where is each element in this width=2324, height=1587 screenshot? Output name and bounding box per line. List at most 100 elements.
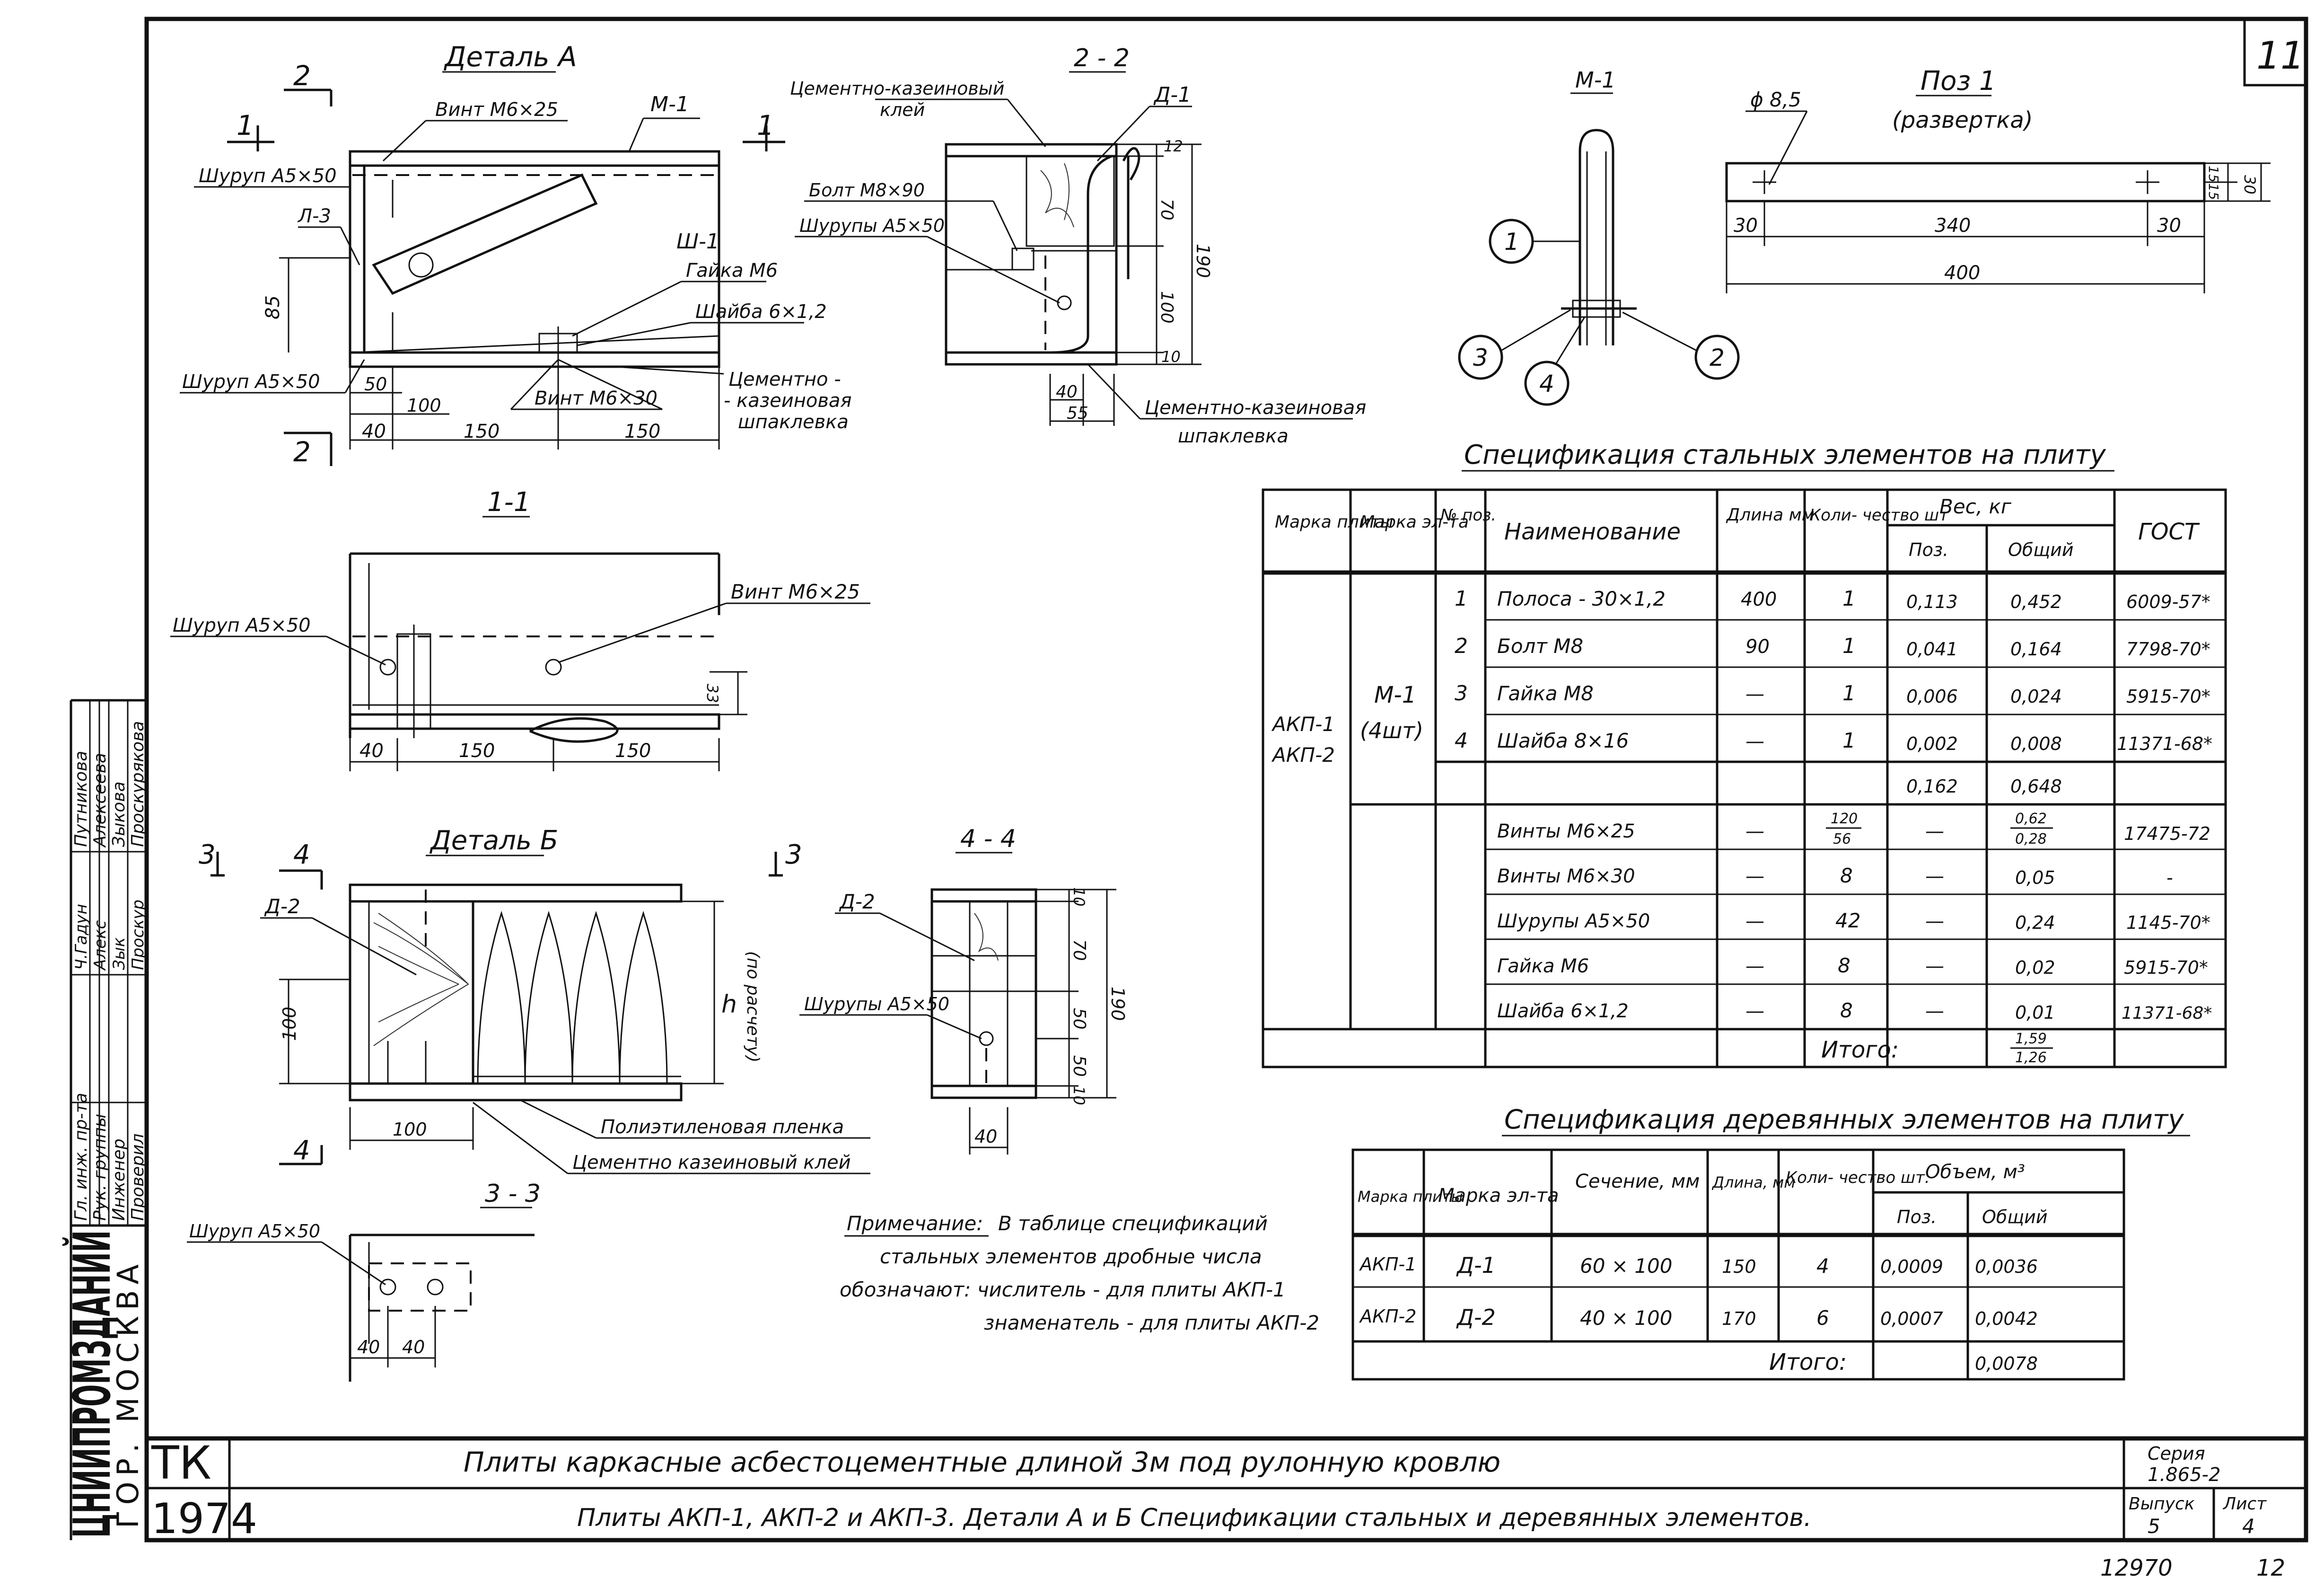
cell-len: — bbox=[1745, 955, 1764, 977]
callout-4: 4 bbox=[1524, 317, 1586, 406]
table-row: 4 Шайба 8×16 — 1 0,002 0,008 11371-68* bbox=[1455, 729, 2212, 754]
stamp-name: Путникова bbox=[71, 751, 91, 847]
th-section: Сечение, мм bbox=[1575, 1171, 1700, 1192]
detail-b: Деталь Б 3 4 3 4 Д-2 100 h (по bbox=[199, 825, 870, 1174]
section-mark: 4 bbox=[293, 839, 310, 870]
section-4-4: 4 - 4 Д-2 Шурупы А5×50 10 70 190 50 50 1… bbox=[799, 825, 1128, 1155]
label-putty: шпаклевка bbox=[1178, 425, 1289, 447]
cell-len: — bbox=[1745, 910, 1764, 932]
cell-gost: - bbox=[2166, 867, 2173, 888]
cell-qty: 8 bbox=[1840, 864, 1853, 887]
dim: 100 bbox=[393, 1119, 427, 1140]
label-m1: М-1 bbox=[650, 92, 689, 116]
label-putty: Цементно-казеиновая bbox=[1145, 397, 1366, 419]
cell-wp: 0,162 bbox=[1906, 776, 1958, 797]
label-glue: клей bbox=[880, 99, 925, 120]
table-row: 3 Гайка М8 — 1 0,006 0,024 5915-70* bbox=[1455, 681, 2210, 707]
callout-label: 2 bbox=[1710, 344, 1725, 371]
detail-a-title: Деталь А bbox=[443, 41, 577, 73]
note-label: Примечание: bbox=[847, 1212, 983, 1235]
sheet-number-bottom: 12 bbox=[2256, 1555, 2285, 1581]
callout-1: 1 bbox=[1489, 219, 1580, 264]
th-gost: ГОСТ bbox=[2138, 519, 2200, 545]
th-weight-total: Общий bbox=[2008, 539, 2074, 560]
cell-plate: АКП-1 bbox=[1359, 1254, 1416, 1275]
cell-qty-den: 56 bbox=[1833, 831, 1851, 847]
total-label: Итого: bbox=[1769, 1349, 1847, 1375]
cell-el: Д-2 bbox=[1456, 1305, 1496, 1330]
dim: 100 bbox=[279, 1006, 300, 1041]
dim: 40 bbox=[360, 740, 384, 762]
cell-section: 40 × 100 bbox=[1580, 1306, 1673, 1330]
dim: 70 bbox=[1070, 939, 1089, 961]
cell-len: — bbox=[1745, 820, 1764, 842]
stamp-role: Проверил bbox=[128, 1133, 148, 1221]
cell-wt-den: 0,28 bbox=[2015, 831, 2047, 847]
label-vint-m6x25: Винт М6×25 bbox=[435, 99, 558, 121]
archive-number: 12970 bbox=[2100, 1555, 2173, 1581]
dim: 40 bbox=[974, 1126, 997, 1147]
cell-gost: 6009-57* bbox=[2126, 591, 2210, 612]
issue-label: Выпуск bbox=[2129, 1494, 2195, 1514]
cell-vp: 0,0009 bbox=[1880, 1256, 1943, 1277]
label-shurupy: Шурупы А5×50 bbox=[799, 215, 945, 236]
stamp-name: Проскурякова bbox=[128, 721, 148, 847]
stamp-sign: Проскур bbox=[129, 899, 148, 970]
pos1-detail: Поз 1 (развертка) ϕ 8,5 30 340 30 400 15… bbox=[1725, 66, 2271, 293]
m1-title: М-1 bbox=[1575, 67, 1616, 93]
cell-wp: — bbox=[1925, 955, 1944, 977]
cell-vp: 0,0007 bbox=[1880, 1308, 1943, 1329]
label-h-note: (по расчету) bbox=[743, 951, 763, 1063]
section-mark: 3 bbox=[199, 839, 216, 870]
dim: 10 bbox=[1161, 348, 1181, 366]
dim: 33 bbox=[703, 684, 721, 703]
stamp-role: Рук. группы bbox=[90, 1114, 110, 1221]
table-row: Шурупы А5×50 — 42 — 0,24 1145-70* bbox=[1497, 909, 2210, 933]
label-cement: Цементно - bbox=[728, 369, 841, 390]
cell-el: Д-1 bbox=[1456, 1252, 1496, 1278]
dim: 400 bbox=[1944, 262, 1980, 284]
cell-gost: 11371-68* bbox=[2122, 1004, 2212, 1023]
dim: 30 bbox=[2157, 215, 2181, 237]
label-vint-m6x30: Винт М6×30 bbox=[535, 388, 658, 409]
label-cement: - казеиновая bbox=[724, 390, 851, 412]
cell-section: 60 × 100 bbox=[1580, 1254, 1673, 1278]
stamp-sign: Зык bbox=[110, 937, 129, 970]
dim: 15 bbox=[2206, 183, 2221, 200]
cell-qty: 42 bbox=[1835, 909, 1860, 932]
label-shurup-top: Шуруп А5×50 bbox=[199, 165, 337, 187]
label-l3: Л-3 bbox=[297, 205, 331, 227]
label-d1: Д-1 bbox=[1153, 83, 1191, 107]
table-total: Итого: 0,0078 bbox=[1769, 1349, 2038, 1375]
cell-pos: 2 bbox=[1455, 634, 1468, 658]
th-weight: Вес, кг bbox=[1939, 495, 2012, 518]
total-label: Итого: bbox=[1821, 1037, 1899, 1063]
cell-vt: 0,0036 bbox=[1975, 1256, 2038, 1277]
section-3-3: 3 - 3 Шуруп А5×50 40 40 bbox=[187, 1180, 541, 1382]
cell-wp: 0,041 bbox=[1906, 639, 1958, 660]
dim: 40 bbox=[357, 1337, 380, 1358]
stamp-city: ГОР. МОСКВА bbox=[111, 1259, 145, 1528]
cell-len: — bbox=[1745, 731, 1764, 752]
sheet-frame bbox=[144, 17, 2308, 1543]
dim: 150 bbox=[464, 421, 500, 442]
label-sh1: Ш-1 bbox=[676, 229, 719, 254]
label-cement: шпаклевка bbox=[738, 411, 849, 433]
cell-qty-num: 120 bbox=[1831, 811, 1858, 827]
note: Примечание: В таблице спецификаций сталь… bbox=[840, 1212, 1319, 1334]
table-row: АКП-2 Д-2 40 × 100 170 6 0,0007 0,0042 bbox=[1359, 1305, 2038, 1330]
th-mark-plate: Марка плиты bbox=[1275, 512, 1394, 532]
sheet-value: 4 bbox=[2242, 1515, 2255, 1538]
section-mark: 2 bbox=[293, 436, 311, 468]
dim: 10 bbox=[1070, 887, 1088, 907]
total-value: 0,0078 bbox=[1975, 1353, 2038, 1374]
cell-gost: 11371-68* bbox=[2117, 733, 2212, 754]
cell-name: Винты М6×30 bbox=[1497, 865, 1635, 887]
th-qty: Коли- чество шт. bbox=[1786, 1168, 1930, 1187]
cell-gost: 5915-70* bbox=[2124, 957, 2208, 978]
cell-name: Винты М6×25 bbox=[1497, 820, 1635, 842]
cell-wt: 0,164 bbox=[2010, 639, 2062, 660]
dim: 150 bbox=[459, 740, 495, 762]
cell-wt: 0,008 bbox=[2010, 733, 2062, 754]
